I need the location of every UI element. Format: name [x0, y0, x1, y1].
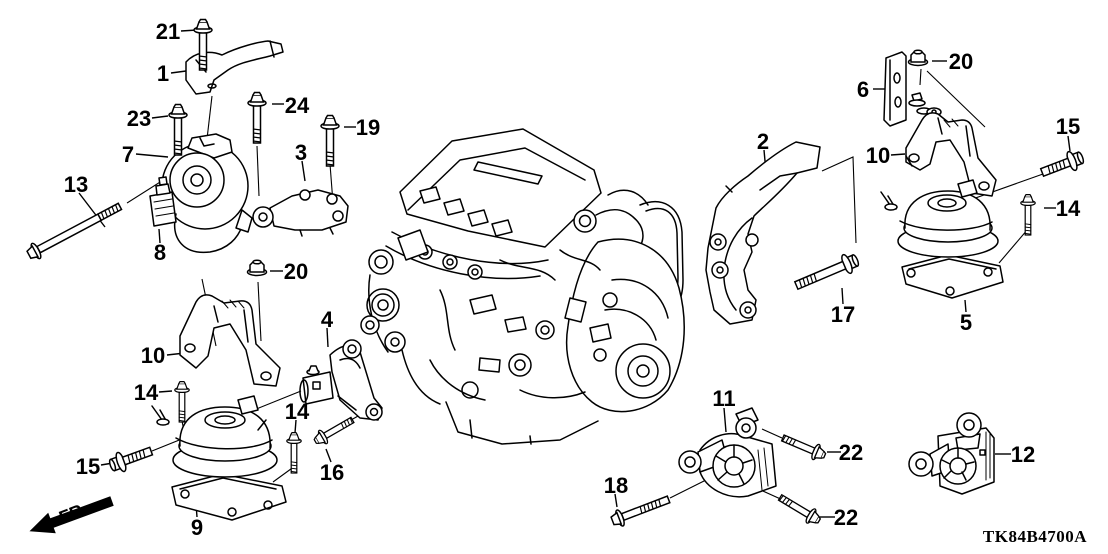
callout-8: 8	[154, 240, 166, 265]
nut-20-right	[907, 49, 929, 67]
part-5-engine-mount	[880, 155, 1004, 299]
callout-10-right: 10	[866, 143, 890, 168]
engine-assembly-illustration	[360, 128, 685, 445]
part-2-engine-bracket	[705, 141, 821, 325]
callout-19: 19	[356, 115, 380, 140]
callout-21: 21	[156, 19, 180, 44]
bolt-16	[310, 412, 357, 449]
part-12-transmission-mount	[908, 412, 995, 495]
fr-arrow-icon	[29, 496, 114, 534]
callout-3: 3	[295, 140, 307, 165]
bolt-15-right	[1037, 146, 1087, 183]
callout-1: 1	[157, 61, 169, 86]
part-7-engine-side-mount	[161, 133, 253, 254]
callout-23: 23	[127, 106, 151, 131]
bolt-14-right	[1020, 194, 1036, 236]
callout-4: 4	[321, 307, 334, 332]
callout-20-left: 20	[284, 259, 308, 284]
bolt-23	[168, 103, 188, 156]
bolt-14-mid	[286, 432, 302, 474]
callout-15-left: 15	[76, 454, 100, 479]
callout-9: 9	[191, 515, 203, 540]
callout-14-mid: 14	[285, 399, 310, 424]
callout-11: 11	[712, 386, 735, 411]
callout-24: 24	[285, 93, 310, 118]
callout-22-lower: 22	[834, 505, 858, 530]
callout-14-left: 14	[134, 380, 159, 405]
callout-13: 13	[64, 172, 88, 197]
part-4-engine-bracket	[299, 339, 383, 421]
callout-6: 6	[857, 77, 869, 102]
part-10-left-arch-bracket	[179, 294, 281, 387]
callout-2: 2	[757, 129, 769, 154]
front-direction-indicator: FR.	[29, 496, 114, 534]
callout-12: 12	[1011, 442, 1035, 467]
callout-16: 16	[320, 460, 344, 485]
callout-5: 5	[960, 310, 972, 335]
callout-labels: 21 1 23 24 19 7 3 13 8 20 10 14 4 15 16 …	[64, 19, 1081, 540]
callout-18: 18	[604, 473, 628, 498]
callout-15-right: 15	[1056, 114, 1080, 139]
bolt-22-upper	[779, 429, 829, 464]
callout-7: 7	[122, 142, 134, 167]
bolt-15-left	[106, 440, 156, 476]
bolt-14-left	[174, 381, 190, 423]
bolt-13	[24, 198, 125, 264]
callout-17: 17	[831, 302, 855, 327]
nut-20-left	[246, 259, 268, 277]
part-6-bracket-plate	[883, 51, 942, 127]
bolt-24	[247, 91, 267, 144]
callout-14-right: 14	[1056, 196, 1081, 221]
fr-label: FR.	[56, 499, 90, 528]
bolt-17	[791, 249, 862, 296]
callout-22-upper: 22	[839, 440, 863, 465]
callout-20-right: 20	[949, 49, 973, 74]
diagram-code: TK84B4700A	[983, 527, 1087, 546]
bolt-22-lower	[775, 489, 824, 529]
part-11-transmission-mount	[678, 407, 777, 498]
part-10-right-arch-bracket	[905, 112, 997, 197]
part-9-engine-mount	[151, 395, 287, 521]
part-3-mount-bracket	[252, 189, 349, 237]
part-8-mount-stopper	[149, 176, 177, 227]
bolt-19	[320, 114, 340, 167]
callout-10-left: 10	[141, 343, 165, 368]
